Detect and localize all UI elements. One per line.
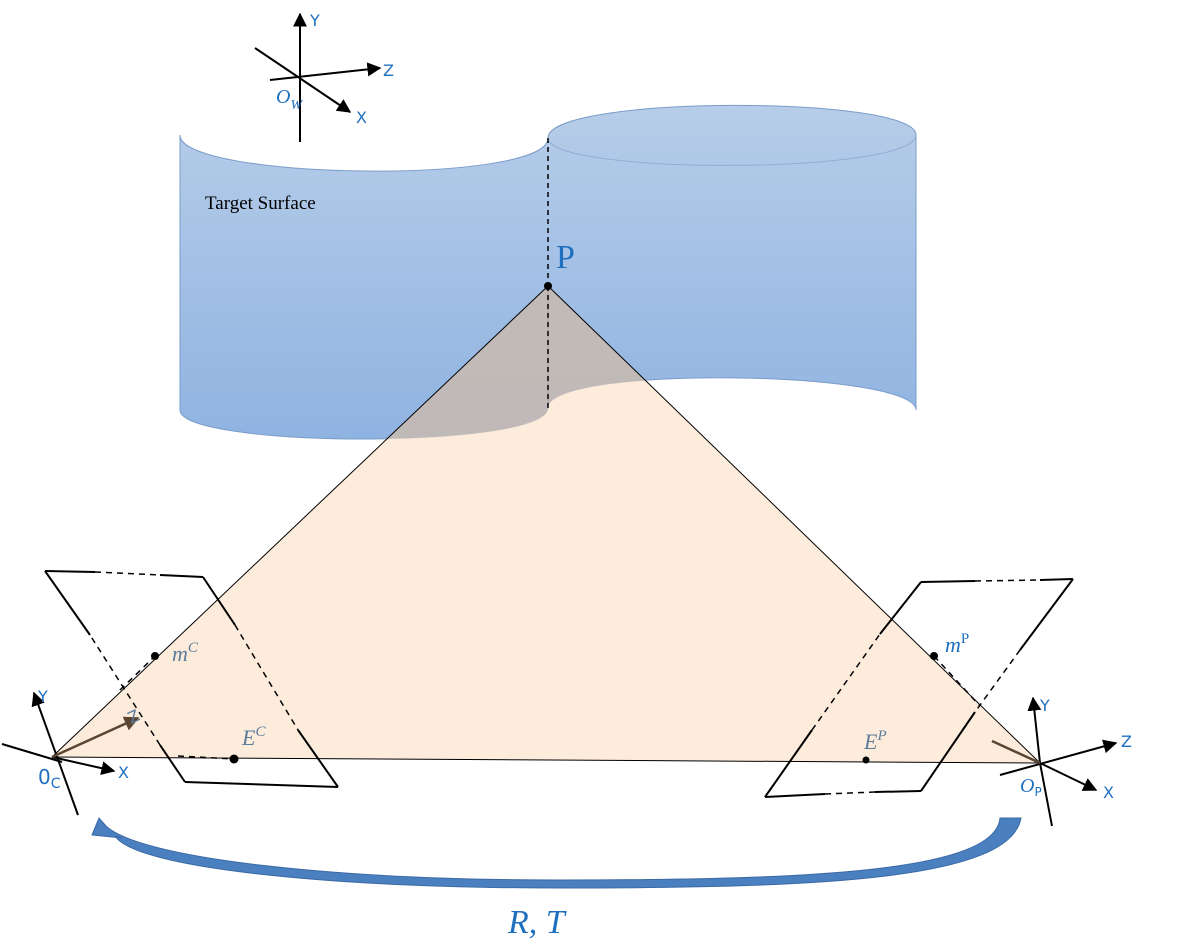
- camera-axis-line-1: [1, 743, 63, 763]
- projector-points: mP EP: [862, 631, 969, 764]
- world-axis-y-label: Y: [309, 11, 320, 30]
- camera-axis-x-label: X: [118, 763, 129, 782]
- transform-label: R, T: [507, 904, 567, 941]
- surface-label: Target Surface: [205, 193, 316, 214]
- camera-origin-label: 0C: [38, 765, 61, 792]
- point-p-dot: [544, 282, 552, 290]
- projector-axis-z-label: Z: [1121, 732, 1132, 751]
- projector-image-plane: [764, 578, 1074, 798]
- world-origin-label: OW: [276, 86, 303, 113]
- camera-image-point-dot: [151, 652, 159, 660]
- epipolar-triangle: [52, 286, 1040, 763]
- world-axis-z-label: Z: [383, 61, 394, 80]
- surface-top-rim-right: [547, 134, 917, 166]
- world-frame: Y Z X OW: [254, 11, 394, 142]
- projector-frame: Y Z X OP: [991, 696, 1132, 827]
- camera-image-plane: [44, 570, 339, 788]
- ray-projector: [547, 285, 1041, 764]
- projector-image-point-label: mP: [945, 631, 969, 657]
- camera-axis-x-line: [51, 756, 116, 776]
- ray-camera: [51, 285, 549, 758]
- camera-epipole-dot: [229, 754, 239, 764]
- camera-axis-z-line: [51, 716, 140, 759]
- projector-axis-z-line: [999, 739, 1118, 776]
- camera-image-point-label: mC: [172, 640, 199, 666]
- projector-axis-brown: [991, 739, 1041, 765]
- target-surface: Target Surface: [179, 104, 917, 440]
- projector-axis-y-line: [1027, 696, 1042, 764]
- projector-epipole-label: EP: [863, 728, 887, 754]
- projector-image-point-dot: [930, 652, 938, 660]
- transform-arrow-body: [91, 817, 1022, 889]
- camera-frame: Y Z X 0C: [1, 687, 143, 816]
- camera-epipole-label: EC: [241, 724, 266, 750]
- projector-axis-x-line: [1039, 762, 1098, 791]
- projector-origin-label: OP: [1020, 775, 1042, 799]
- projector-epipole-dot: [862, 756, 870, 764]
- camera-points: mC EC: [151, 640, 266, 764]
- world-axis-x-line: [254, 47, 352, 113]
- world-axis-z-line: [269, 62, 382, 81]
- point-p-label: P: [556, 239, 575, 276]
- projector-axis-line-1: [1039, 762, 1053, 827]
- world-axis-x-label: X: [356, 108, 367, 127]
- projector-axis-x-label: X: [1103, 783, 1114, 802]
- camera-axis-y-label: Y: [37, 687, 48, 706]
- transform-arrow: R, T: [91, 817, 1022, 941]
- projector-axis-y-label: Y: [1039, 696, 1050, 715]
